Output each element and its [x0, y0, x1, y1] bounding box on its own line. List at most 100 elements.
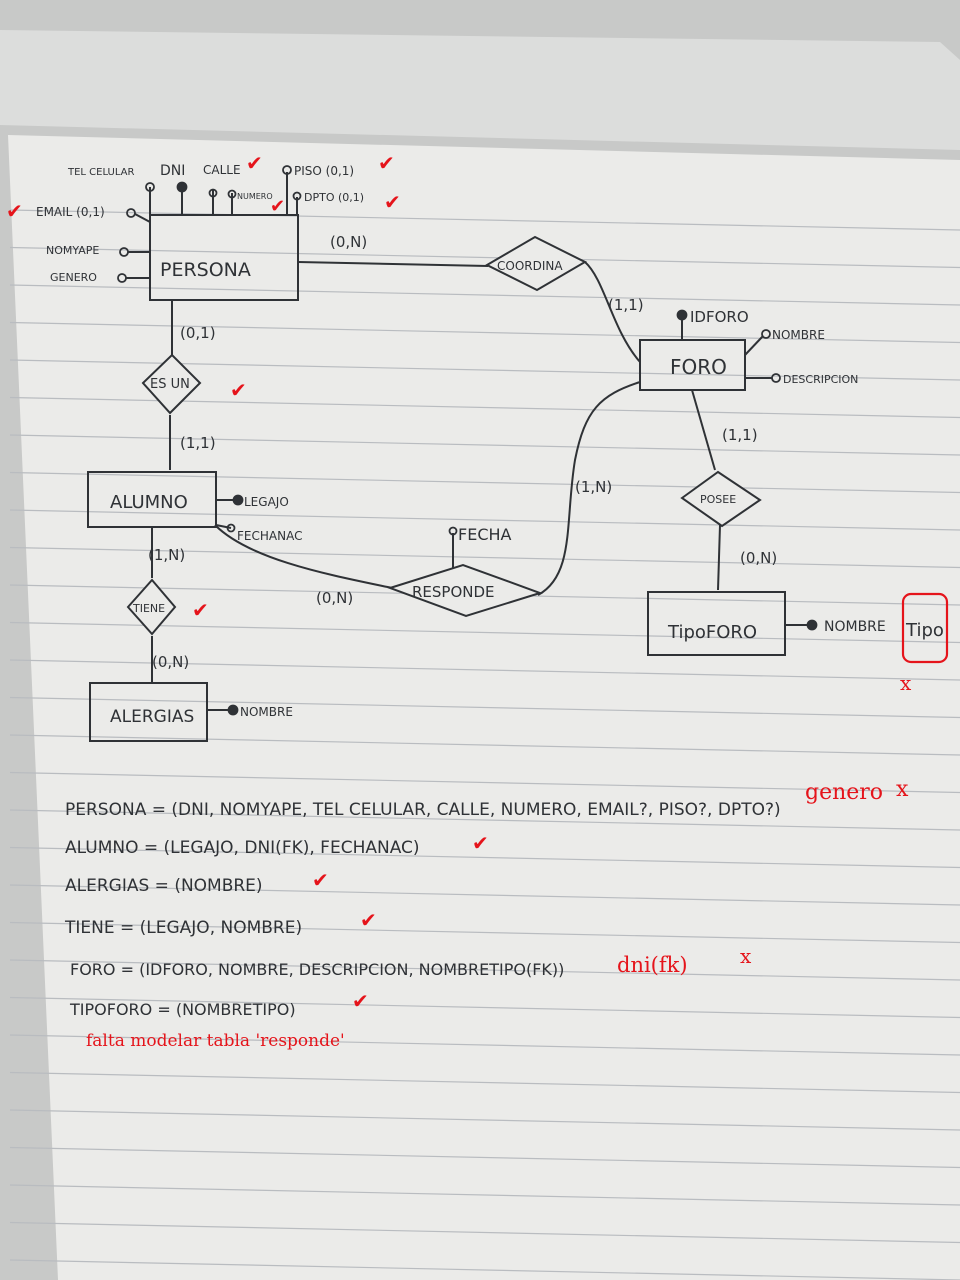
correction-dni-fk: dni(fk)	[617, 953, 688, 977]
entity-alumno-box	[87, 471, 217, 528]
rel-tiene-diamond	[126, 578, 177, 636]
entity-foro-box	[639, 339, 746, 391]
missing-table-note: falta modelar tabla 'responde'	[86, 1031, 345, 1051]
attr-numero: NUMERO	[237, 192, 273, 201]
ruled-line	[9, 1071, 960, 1094]
check-mark: ✔	[378, 151, 395, 175]
attr-alergia-nombre: NOMBRE	[240, 705, 293, 719]
card-tiene-alergias: (0,N)	[152, 653, 189, 671]
attr-nomyape: NOMYAPE	[46, 244, 99, 257]
rel-posee-diamond	[680, 470, 762, 528]
card-persona-coordina: (0,N)	[330, 233, 367, 251]
attr-genero: GENERO	[50, 271, 97, 284]
rel-esun: ES UN	[150, 377, 190, 392]
ruled-line	[9, 1184, 960, 1206]
teacher-marks-schema: genero x ✔ ✔ ✔ dni(fk) x ✔ falta modelar…	[86, 777, 909, 1051]
attr-fecha: FECHA	[458, 525, 512, 544]
entity-alergias-box	[89, 682, 208, 742]
entity-persona-box	[149, 214, 299, 301]
check-mark: ✔	[360, 908, 377, 932]
cross-mark: x	[896, 777, 909, 802]
card-foro-posee: (1,1)	[722, 426, 758, 444]
attr-email: EMAIL (0,1)	[36, 205, 105, 219]
ruled-line	[9, 846, 960, 869]
check-mark: ✔	[192, 598, 209, 622]
card-alumno-tiene: (1,N)	[148, 546, 185, 564]
ruled-line	[9, 1259, 960, 1280]
check-mark: ✔	[230, 378, 247, 402]
attr-idforo: IDFORO	[690, 308, 749, 326]
schema-line-alumno: ALUMNO = (LEGAJO, DNI(FK), FECHANAC)	[65, 838, 420, 858]
ruled-lines	[9, 209, 960, 1280]
ruled-line	[9, 996, 960, 1019]
entity-alergias: ALERGIAS	[110, 707, 194, 727]
diagram-connectors	[126, 172, 808, 711]
rel-tiene: TIENE	[132, 602, 165, 615]
schema-line-foro: FORO = (IDFORO, NOMBRE, DESCRIPCION, NOM…	[70, 960, 564, 979]
attr-dpto: DPTO (0,1)	[304, 191, 364, 204]
attr-fechanac: FECHANAC	[237, 529, 302, 543]
ruled-line	[9, 546, 960, 569]
card-posee-tipoforo: (0,N)	[740, 549, 777, 567]
ruled-line	[9, 209, 960, 231]
card-esun-alumno: (1,1)	[180, 434, 216, 452]
check-mark: ✔	[352, 989, 369, 1013]
cross-mark: x	[740, 944, 752, 968]
attr-legajo: LEGAJO	[244, 495, 289, 509]
check-mark: ✔	[270, 196, 285, 217]
check-mark: ✔	[472, 831, 489, 855]
attr-foro-nombre: NOMBRE	[772, 328, 825, 342]
ruled-line	[9, 621, 960, 644]
check-mark: ✔	[384, 190, 401, 214]
attr-nombre-tipo: NOMBRE	[824, 619, 886, 635]
schema-line-alergias: ALERGIAS = (NOMBRE)	[65, 876, 263, 896]
ruled-line	[9, 1109, 960, 1131]
check-mark: ✔	[246, 151, 263, 175]
ruled-line	[9, 434, 960, 456]
ruled-line	[9, 884, 960, 906]
ruled-line	[9, 959, 960, 981]
rel-posee: POSEE	[700, 493, 736, 506]
attr-calle: CALLE	[203, 163, 241, 177]
attribute-markers	[117, 165, 818, 716]
attr-tel-celular: TEL CELULAR	[67, 167, 135, 178]
ruled-line	[9, 1146, 960, 1169]
ruled-line	[9, 284, 960, 306]
entity-tipoforo-box	[647, 591, 786, 656]
attr-piso: PISO (0,1)	[294, 164, 354, 178]
schema-line-tipoforo: TIPOFORO = (NOMBRETIPO)	[69, 1000, 296, 1019]
ruled-line	[9, 509, 960, 531]
schema-line-tiene: TIENE = (LEGAJO, NOMBRE)	[64, 918, 302, 938]
ruled-line	[9, 809, 960, 831]
ruled-line	[9, 696, 960, 719]
ruled-line	[9, 246, 960, 269]
tipo-error-circle	[901, 592, 949, 664]
attr-dni: DNI	[160, 163, 185, 179]
entity-persona: PERSONA	[160, 259, 251, 281]
attr-tipo: Tipo	[905, 620, 944, 641]
relational-schema: PERSONA = (DNI, NOMYAPE, TEL CELULAR, CA…	[64, 800, 781, 1019]
ruled-line	[9, 734, 960, 756]
card-coordina-foro: (1,1)	[608, 296, 644, 314]
attr-descripcion: DESCRIPCION	[783, 373, 858, 386]
correction-genero: genero	[805, 780, 883, 805]
ruled-line	[9, 1034, 960, 1056]
rel-coordina: COORDINA	[497, 259, 563, 273]
ruled-line	[9, 659, 960, 681]
rel-coordina-diamond	[484, 235, 588, 292]
rel-responde: RESPONDE	[412, 583, 495, 601]
ruled-line	[9, 921, 960, 944]
card-foro-responde: (1,N)	[575, 478, 612, 496]
card-alumno-responde: (0,N)	[316, 589, 353, 607]
ruled-line	[9, 321, 960, 344]
entity-alumno: ALUMNO	[110, 492, 188, 513]
card-persona-esun: (0,1)	[180, 324, 216, 342]
rel-esun-diamond	[141, 353, 202, 415]
schema-line-persona: PERSONA = (DNI, NOMYAPE, TEL CELULAR, CA…	[65, 800, 781, 820]
rel-responde-diamond	[386, 563, 544, 618]
check-mark: ✔	[312, 868, 329, 892]
entity-tipoforo: TipoFORO	[667, 622, 757, 643]
cross-mark: x	[900, 671, 912, 695]
entity-foro: FORO	[670, 355, 727, 379]
